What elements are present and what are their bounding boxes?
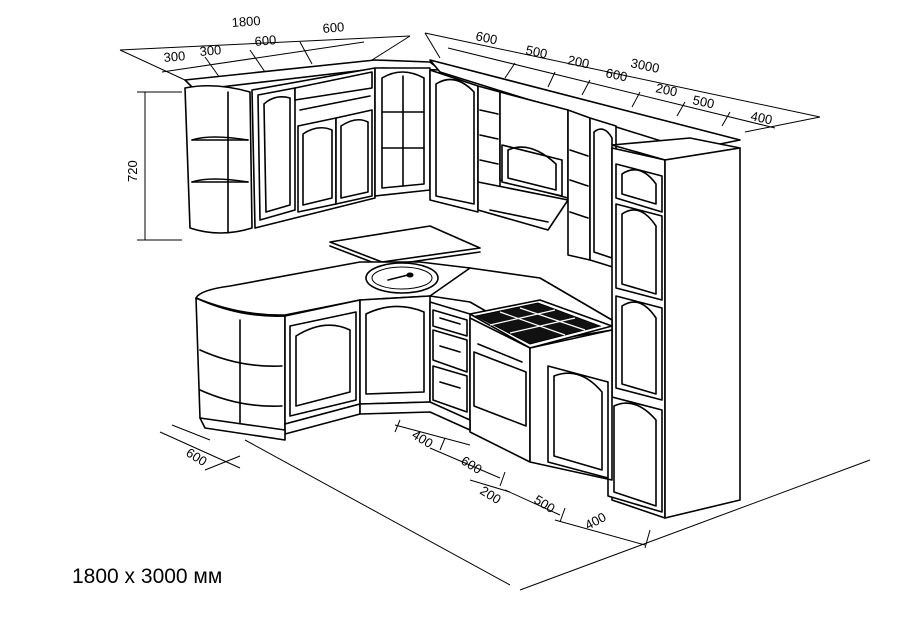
dim-top-left-total: 1800 [231,13,261,30]
dim-top-left-part-2: 300 [199,42,222,59]
dim-top-left-part-4: 600 [322,19,345,36]
corner-shelf [329,225,481,267]
dim-top-right-total: 3000 [629,55,660,76]
dim-top-left-part-1: 300 [163,48,186,65]
dim-floor-left: 600 [183,445,209,469]
dimension-lines [119,32,871,591]
dim-top-right-part-6: 500 [691,92,715,111]
upper-cabinets-right [429,59,741,269]
lower-cabinets [195,261,613,481]
tall-column [607,137,741,519]
dim-top-right-part-5: 200 [654,80,678,99]
dim-floor-right-part-2: 600 [458,453,484,477]
dim-top-right-part-1: 600 [474,28,498,47]
dim-height: 720 [125,160,140,182]
dim-top-right-part-3: 200 [566,52,590,71]
dim-floor-right-part-3: 200 [477,483,503,507]
caption: 1800 х 3000 мм [72,565,222,588]
dim-floor-right-part-1: 400 [409,427,435,451]
dim-top-right-part-4: 600 [604,65,628,84]
upper-cabinets-left [184,59,441,234]
dim-top-right-part-7: 400 [749,108,773,127]
dim-top-right-part-2: 500 [524,42,548,61]
dim-top-left-part-3: 600 [254,32,277,49]
